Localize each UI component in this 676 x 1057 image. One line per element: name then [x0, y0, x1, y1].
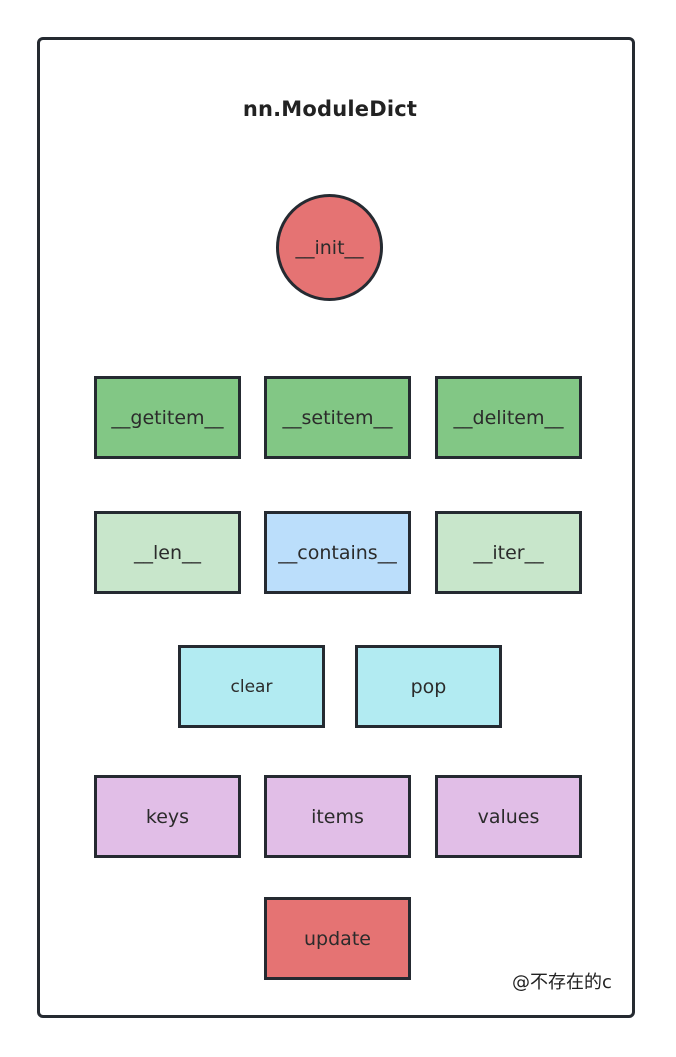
node-contains: __contains__	[264, 511, 411, 594]
node-keys: keys	[94, 775, 241, 858]
node-pop: pop	[355, 645, 502, 728]
node-setitem: __setitem__	[264, 376, 411, 459]
node-values: values	[435, 775, 582, 858]
node-items: items	[264, 775, 411, 858]
watermark: @不存在的c	[512, 972, 612, 993]
node-delitem: __delitem__	[435, 376, 582, 459]
node-len: __len__	[94, 511, 241, 594]
node-update: update	[264, 897, 411, 980]
diagram-title: nn.ModuleDict	[242, 97, 418, 121]
node-iter: __iter__	[435, 511, 582, 594]
node-init: __init__	[276, 194, 383, 301]
node-clear: clear	[178, 645, 325, 728]
node-getitem: __getitem__	[94, 376, 241, 459]
